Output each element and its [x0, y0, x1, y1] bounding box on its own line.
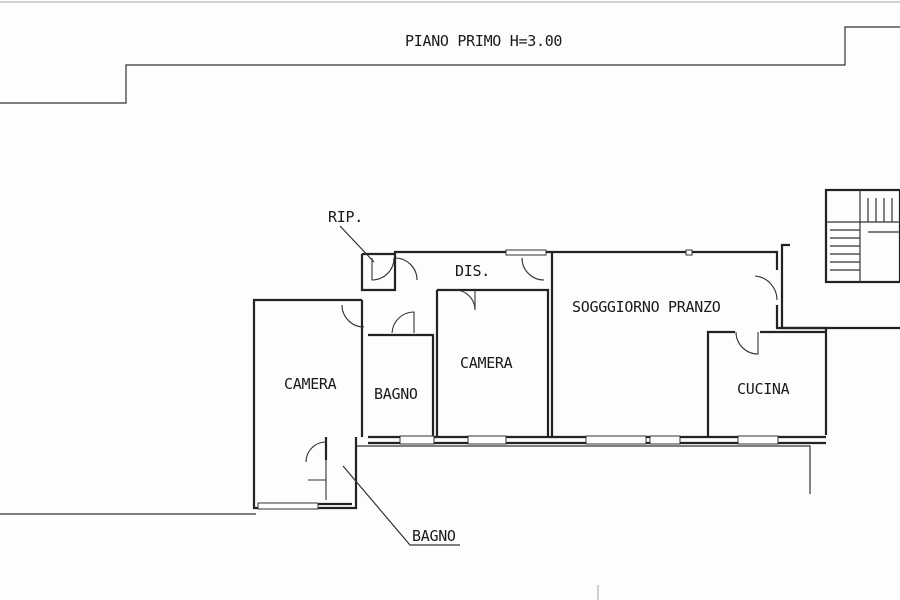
plan-title: PIANO PRIMO H=3.00 — [405, 32, 562, 50]
windows — [257, 249, 779, 510]
leader-line — [342, 465, 460, 546]
doors — [305, 257, 778, 500]
room-label-rip: RIP. — [328, 208, 363, 226]
room-label-camera-mid: CAMERA — [460, 354, 513, 372]
room-label-dis: DIS. — [455, 262, 490, 280]
room-label-bagno-mid: BAGNO — [374, 385, 418, 403]
ground-line-right — [356, 445, 811, 494]
room-label-camera-left: CAMERA — [284, 375, 337, 393]
room-label-soggiorno: SOGGGIORNO PRANZO — [572, 298, 721, 316]
staircase — [824, 188, 900, 284]
room-label-bagno-bottom: BAGNO — [412, 527, 456, 545]
apartment-walls — [252, 250, 828, 510]
building-outline-upper — [0, 26, 900, 104]
leader-line-rip — [339, 225, 375, 263]
room-label-cucina: CUCINA — [737, 380, 790, 398]
exterior-wall-right — [780, 243, 900, 330]
